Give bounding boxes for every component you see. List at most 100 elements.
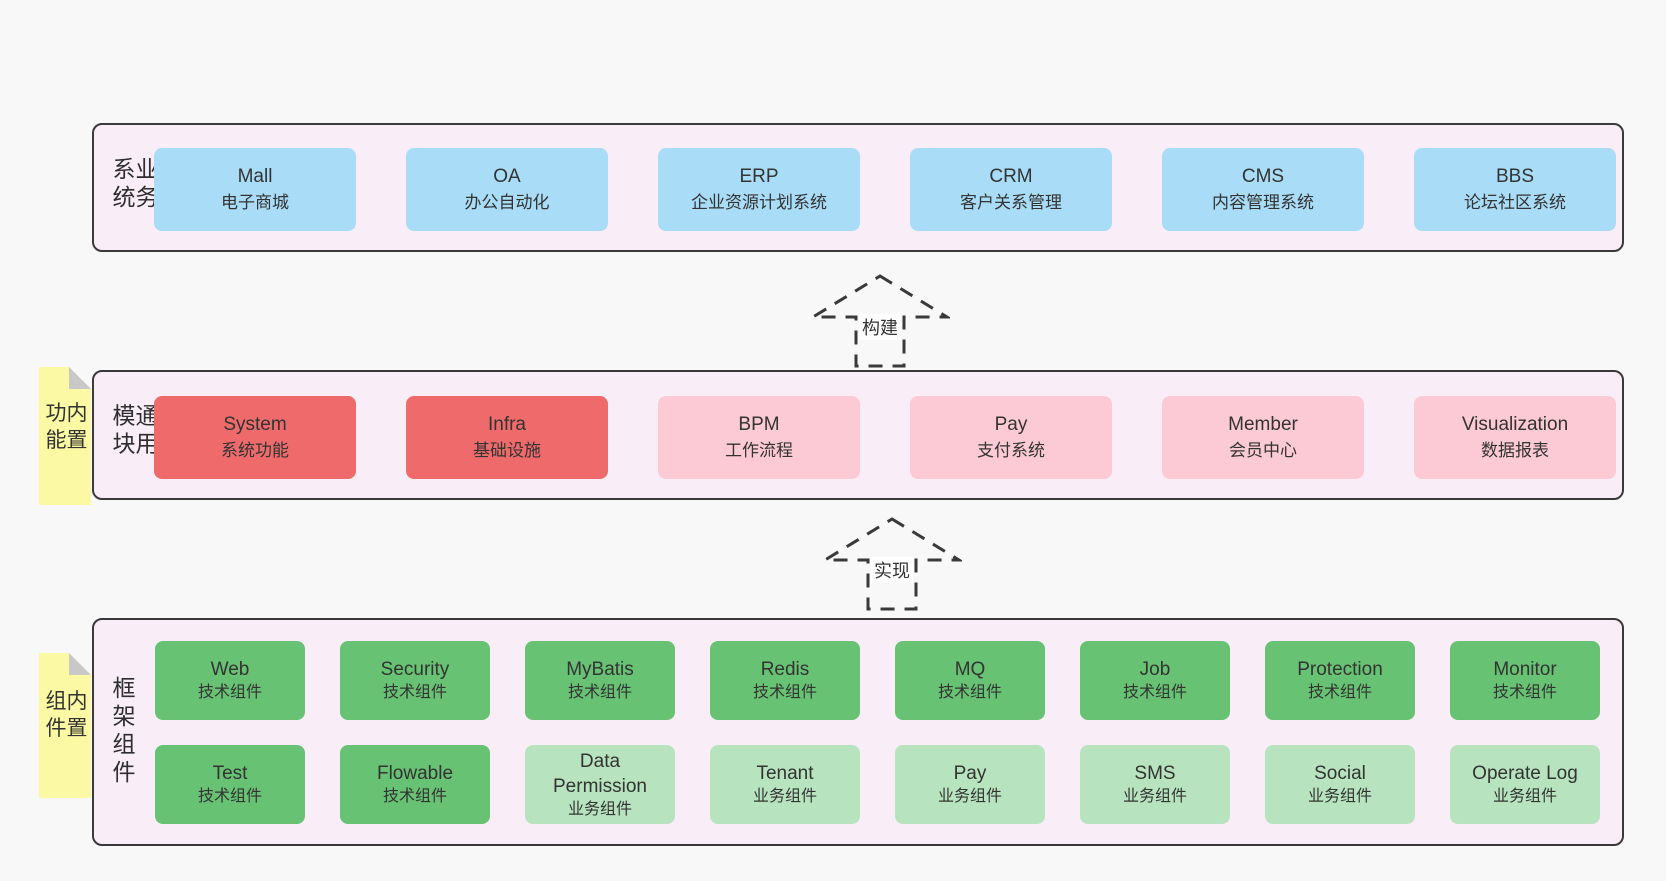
box-subtitle: 电子商城 (221, 192, 289, 212)
box-title: BPM (738, 413, 780, 435)
common-modules-label: 通用模块 (109, 403, 158, 460)
box-title: CMS (1241, 165, 1285, 187)
box-title: Flowable (376, 763, 454, 785)
business-systems-label: 业务系统 (109, 156, 158, 213)
box-subtitle: 客户关系管理 (960, 192, 1062, 212)
box-title: OA (493, 165, 521, 187)
box-subtitle: 技术组件 (382, 788, 447, 806)
box-erp: ERP 企业资源计划系统 (658, 148, 860, 231)
box-subtitle: 系统功能 (221, 440, 289, 460)
box-title: CRM (989, 165, 1033, 187)
box-visualization: Visualization 数据报表 (1414, 396, 1616, 479)
box-job: Job 技术组件 (1080, 641, 1230, 720)
common-modules-row: System 系统功能 Infra 基础设施 BPM 工作流程 Pay 支付系统… (154, 396, 1616, 479)
box-title: Test (212, 763, 248, 785)
note-label: 内置组件 (43, 689, 87, 744)
box-operate-log: Operate Log 业务组件 (1450, 745, 1600, 824)
note-label: 内置功能 (43, 401, 87, 456)
box-subtitle: 业务组件 (1307, 788, 1372, 806)
business-systems-row: Mall 电子商城 OA 办公自动化 ERP 企业资源计划系统 CRM 客户关系… (154, 148, 1616, 231)
box-title: MQ (954, 659, 986, 681)
implement-arrow: 实现 (822, 516, 962, 612)
box-title: Data Permission (553, 750, 647, 797)
box-test: Test 技术组件 (155, 745, 305, 824)
box-subtitle: 技术组件 (1307, 684, 1372, 702)
box-subtitle: 企业资源计划系统 (691, 192, 827, 212)
box-title: Member (1228, 413, 1298, 435)
box-subtitle: 业务组件 (1122, 788, 1187, 806)
framework-components-layer: 框架组件 Web 技术组件 Security 技术组件 MyBatis 技术组件… (92, 618, 1624, 846)
biz-components-row: Test 技术组件 Flowable 技术组件 Data Permission … (155, 745, 1600, 824)
box-title: Redis (760, 659, 810, 681)
box-subtitle: 工作流程 (725, 440, 793, 460)
note-builtin-features: 内置功能 (39, 367, 91, 505)
box-title: Pay (994, 413, 1028, 435)
box-title: Pay (953, 763, 987, 785)
box-monitor: Monitor 技术组件 (1450, 641, 1600, 720)
box-data-permission: Data Permission 业务组件 (525, 745, 675, 824)
box-subtitle: 办公自动化 (464, 192, 550, 212)
box-infra: Infra 基础设施 (406, 396, 608, 479)
box-title: ERP (739, 165, 779, 187)
box-oa: OA 办公自动化 (406, 148, 608, 231)
box-subtitle: 论坛社区系统 (1464, 192, 1566, 212)
box-security: Security 技术组件 (340, 641, 490, 720)
box-title: Tenant (756, 763, 814, 785)
box-bbs: BBS 论坛社区系统 (1414, 148, 1616, 231)
note-fold-corner (69, 653, 91, 675)
tech-components-row: Web 技术组件 Security 技术组件 MyBatis 技术组件 Redi… (155, 641, 1600, 720)
box-tenant: Tenant 业务组件 (710, 745, 860, 824)
box-title: BBS (1495, 165, 1535, 187)
box-title: Web (210, 659, 250, 681)
build-arrow-label: 构建 (859, 314, 901, 340)
box-mq: MQ 技术组件 (895, 641, 1045, 720)
box-cms: CMS 内容管理系统 (1162, 148, 1364, 231)
box-title: System (223, 413, 287, 435)
box-title: Operate Log (1472, 763, 1578, 785)
box-subtitle: 业务组件 (752, 788, 817, 806)
box-crm: CRM 客户关系管理 (910, 148, 1112, 231)
box-title: Security (380, 659, 450, 681)
box-subtitle: 支付系统 (977, 440, 1045, 460)
box-protection: Protection 技术组件 (1265, 641, 1415, 720)
box-subtitle: 技术组件 (197, 788, 262, 806)
box-subtitle: 技术组件 (382, 684, 447, 702)
note-body (39, 367, 91, 505)
box-title: Infra (487, 413, 527, 435)
box-title: Visualization (1461, 413, 1569, 435)
box-member: Member 会员中心 (1162, 396, 1364, 479)
box-subtitle: 业务组件 (1492, 788, 1557, 806)
box-title: Monitor (1493, 659, 1557, 681)
box-title: Social (1314, 763, 1366, 785)
box-title: MyBatis (566, 659, 634, 681)
note-builtin-components: 内置组件 (39, 653, 91, 798)
box-mall: Mall 电子商城 (154, 148, 356, 231)
box-subtitle: 技术组件 (197, 684, 262, 702)
business-systems-layer: 业务系统 Mall 电子商城 OA 办公自动化 ERP 企业资源计划系统 CRM… (92, 123, 1624, 252)
build-arrow: 构建 (810, 273, 950, 369)
common-modules-layer: 通用模块 System 系统功能 Infra 基础设施 BPM 工作流程 Pay… (92, 370, 1624, 500)
box-system: System 系统功能 (154, 396, 356, 479)
framework-components-label: 框架组件 (109, 676, 135, 788)
box-subtitle: 技术组件 (937, 684, 1002, 702)
box-bpm: BPM 工作流程 (658, 396, 860, 479)
box-web: Web 技术组件 (155, 641, 305, 720)
box-subtitle: 技术组件 (1122, 684, 1187, 702)
box-subtitle: 会员中心 (1229, 440, 1297, 460)
note-body (39, 653, 91, 798)
box-title: Job (1139, 659, 1171, 681)
implement-arrow-label: 实现 (871, 557, 913, 583)
box-pay-system: Pay 支付系统 (910, 396, 1112, 479)
box-subtitle: 内容管理系统 (1212, 192, 1314, 212)
box-subtitle: 技术组件 (567, 684, 632, 702)
box-subtitle: 技术组件 (1492, 684, 1557, 702)
box-title: SMS (1134, 763, 1176, 785)
box-subtitle: 业务组件 (937, 788, 1002, 806)
box-subtitle: 基础设施 (473, 440, 541, 460)
box-title: Mall (237, 165, 273, 187)
box-mybatis: MyBatis 技术组件 (525, 641, 675, 720)
box-social: Social 业务组件 (1265, 745, 1415, 824)
box-pay-component: Pay 业务组件 (895, 745, 1045, 824)
note-fold-corner (69, 367, 91, 389)
box-sms: SMS 业务组件 (1080, 745, 1230, 824)
